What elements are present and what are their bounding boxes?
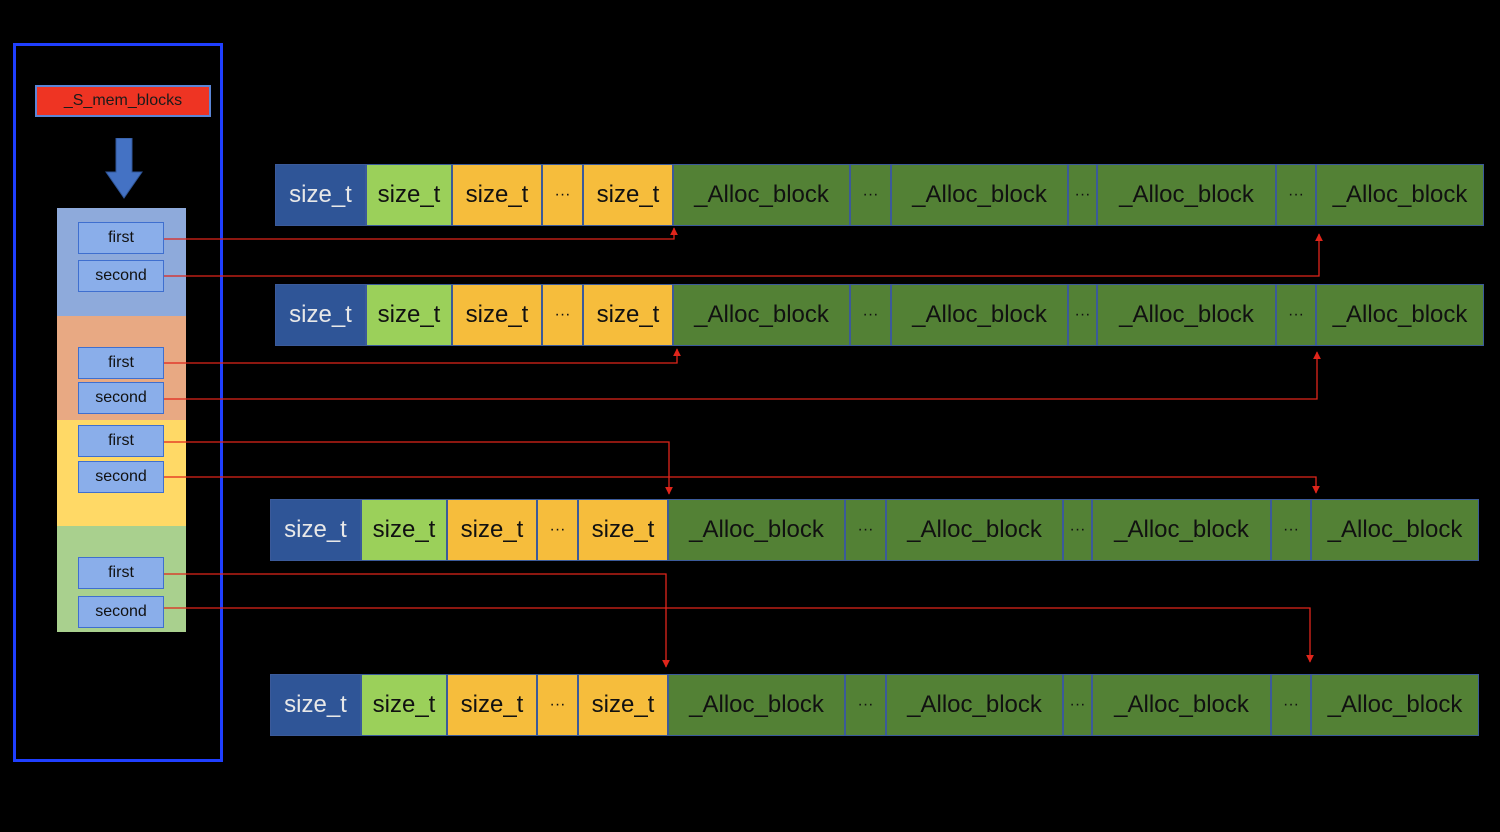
alloc-block-cell: _Alloc_block	[886, 499, 1063, 561]
second-field: second	[78, 260, 164, 292]
pair-section: first second	[57, 526, 186, 632]
ellipsis-cell: ···	[537, 499, 578, 561]
ellipsis-cell: ···	[1068, 164, 1097, 226]
alloc-block-cell: _Alloc_block	[673, 284, 850, 346]
alloc-block-cell: _Alloc_block	[1097, 284, 1276, 346]
first-pointer-arrow	[164, 348, 681, 364]
alloc-block-cell: _Alloc_block	[886, 674, 1063, 736]
mem-blocks-container	[13, 43, 223, 762]
alloc-block-cell: _Alloc_block	[1311, 674, 1479, 736]
mem-blocks-header: _S_mem_blocks	[35, 85, 211, 117]
size-t-cell: size_t	[447, 674, 537, 736]
size-t-cell: size_t	[361, 499, 447, 561]
ellipsis-cell: ···	[1271, 499, 1311, 561]
ellipsis-cell: ···	[1271, 674, 1311, 736]
ellipsis-cell: ···	[542, 284, 583, 346]
ellipsis-cell: ···	[850, 284, 891, 346]
first-pointer-arrow	[164, 441, 673, 495]
alloc-block-cell: _Alloc_block	[673, 164, 850, 226]
second-pointer-arrow	[164, 476, 1320, 494]
second-pointer-arrow	[164, 351, 1321, 400]
first-field: first	[78, 347, 164, 379]
pair-section: first second	[57, 208, 186, 316]
size-t-cell: size_t	[275, 284, 366, 346]
size-t-cell: size_t	[270, 499, 361, 561]
size-t-cell: size_t	[366, 284, 452, 346]
size-t-cell: size_t	[447, 499, 537, 561]
ellipsis-cell: ···	[542, 164, 583, 226]
second-field: second	[78, 461, 164, 493]
first-field: first	[78, 557, 164, 589]
size-t-cell: size_t	[578, 674, 668, 736]
ellipsis-cell: ···	[1276, 284, 1316, 346]
size-t-cell: size_t	[366, 164, 452, 226]
size-t-cell: size_t	[578, 499, 668, 561]
size-t-cell: size_t	[361, 674, 447, 736]
second-pointer-arrow	[164, 233, 1323, 277]
alloc-block-cell: _Alloc_block	[668, 499, 845, 561]
ellipsis-cell: ···	[1068, 284, 1097, 346]
alloc-block-cell: _Alloc_block	[1311, 499, 1479, 561]
ellipsis-cell: ···	[537, 674, 578, 736]
alloc-block-cell: _Alloc_block	[891, 284, 1068, 346]
ellipsis-cell: ···	[850, 164, 891, 226]
ellipsis-cell: ···	[1276, 164, 1316, 226]
alloc-block-cell: _Alloc_block	[891, 164, 1068, 226]
size-t-cell: size_t	[583, 284, 673, 346]
second-field: second	[78, 596, 164, 628]
alloc-block-cell: _Alloc_block	[1316, 284, 1484, 346]
pair-section: first second	[57, 316, 186, 420]
ellipsis-cell: ···	[845, 674, 886, 736]
first-field: first	[78, 222, 164, 254]
ellipsis-cell: ···	[1063, 674, 1092, 736]
alloc-block-cell: _Alloc_block	[668, 674, 845, 736]
size-t-cell: size_t	[275, 164, 366, 226]
ellipsis-cell: ···	[845, 499, 886, 561]
second-field: second	[78, 382, 164, 414]
alloc-block-cell: _Alloc_block	[1097, 164, 1276, 226]
first-pointer-arrow	[164, 227, 678, 240]
alloc-block-cell: _Alloc_block	[1316, 164, 1484, 226]
ellipsis-cell: ···	[1063, 499, 1092, 561]
alloc-block-cell: _Alloc_block	[1092, 674, 1271, 736]
second-pointer-arrow	[164, 607, 1314, 663]
alloc-block-cell: _Alloc_block	[1092, 499, 1271, 561]
first-pointer-arrow	[164, 573, 670, 668]
down-arrow-icon	[105, 138, 143, 199]
size-t-cell: size_t	[583, 164, 673, 226]
size-t-cell: size_t	[270, 674, 361, 736]
pair-section: first second	[57, 420, 186, 526]
first-field: first	[78, 425, 164, 457]
size-t-cell: size_t	[452, 164, 542, 226]
size-t-cell: size_t	[452, 284, 542, 346]
